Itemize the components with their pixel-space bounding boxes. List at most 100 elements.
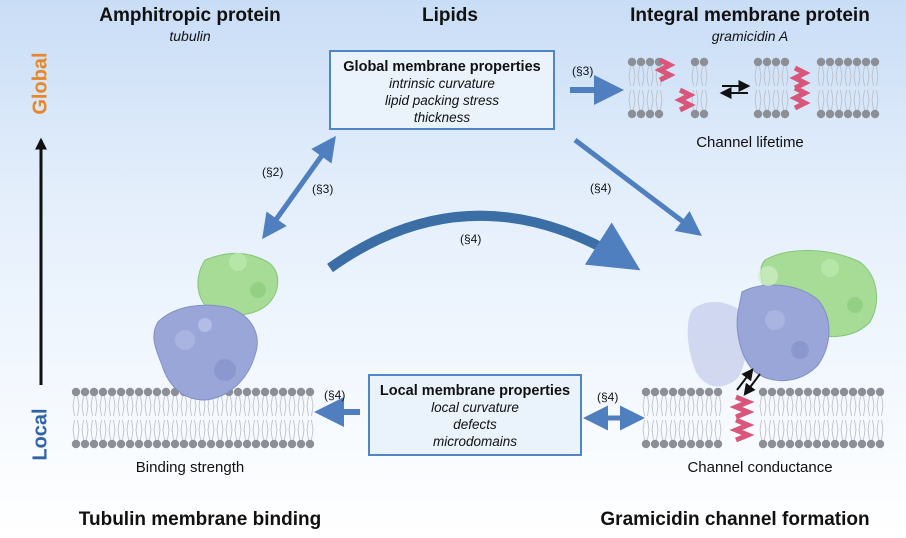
lipid-head [89, 387, 99, 397]
binding-arrow-up [736, 368, 754, 391]
lipid-tail [840, 89, 843, 110]
lipid-head [98, 387, 108, 397]
tubulin-protein [153, 252, 279, 401]
lipid-tail [230, 396, 233, 417]
lipid-head [80, 439, 90, 449]
lipid-head [636, 57, 646, 67]
lipid-tail [678, 419, 681, 440]
lipid-head [690, 57, 700, 67]
lipid-tail [279, 419, 282, 440]
lipid-tail [831, 419, 834, 440]
caption-channel-lifetime: Channel lifetime [696, 134, 804, 151]
lipid-head [785, 439, 795, 449]
lipid-tail [818, 419, 821, 440]
lipid-head [233, 439, 243, 449]
header-amphitropic-protein: Amphitropic protein [99, 5, 281, 26]
lipid-head [134, 387, 144, 397]
lifetime-bilayer-left [627, 57, 709, 119]
lipid-head [188, 439, 198, 449]
lipid-tail [691, 89, 694, 110]
local-box-item: local curvature [431, 400, 519, 415]
lipid-tail [646, 66, 649, 87]
lipid-head [780, 57, 790, 67]
lipid-tail [651, 66, 654, 87]
lipid-tail [768, 419, 771, 440]
lipid-tail [876, 396, 879, 417]
lipid-tail [651, 419, 654, 440]
lipid-tail [835, 89, 838, 110]
section-ref-4-diagonal: (§4) [590, 181, 612, 195]
lipid-head [71, 439, 81, 449]
lipid-tail [628, 89, 631, 110]
lipid-head [677, 439, 687, 449]
lipid-tail [840, 419, 843, 440]
lipid-tail [719, 396, 722, 417]
lipid-tail [646, 89, 649, 110]
local-box-item: microdomains [432, 434, 518, 449]
lipid-tail [171, 419, 174, 440]
lipid-tail [270, 419, 273, 440]
lipid-head [668, 387, 678, 397]
gramicidin-helices-dissociated [654, 57, 696, 113]
lipid-tail [288, 396, 291, 417]
lipid-head [71, 387, 81, 397]
header-lipids: Lipids [422, 5, 478, 26]
lipid-head [866, 387, 876, 397]
axis-label-local: Local [29, 408, 52, 461]
caption-binding-strength: Binding strength [135, 459, 245, 476]
header-tubulin-subtitle: tubulin [169, 28, 211, 44]
lipid-head [767, 387, 777, 397]
lipid-head [812, 439, 822, 449]
lipid-tail [844, 89, 847, 110]
lipids-tubulin-double-arrow [262, 135, 336, 240]
lipid-tail [633, 89, 636, 110]
lipid-tail [791, 396, 794, 417]
lipid-tail [225, 396, 228, 417]
lipid-tail [669, 419, 672, 440]
lipid-tail [705, 419, 708, 440]
lipid-head [816, 57, 826, 67]
lipid-head [269, 439, 279, 449]
lipid-head [830, 387, 840, 397]
lipid-head [812, 387, 822, 397]
lipid-tail [759, 419, 762, 440]
lipid-head [116, 439, 126, 449]
lipid-tail [678, 396, 681, 417]
lipid-head [699, 109, 709, 119]
lipid-tail [800, 419, 803, 440]
lipid-head [861, 57, 871, 67]
lipid-tail [795, 396, 798, 417]
lipid-head [636, 109, 646, 119]
lipid-tail [660, 396, 663, 417]
lipid-head [857, 439, 867, 449]
lipid-tail [234, 419, 237, 440]
lipid-tail [126, 396, 129, 417]
lipid-tail [871, 89, 874, 110]
lipid-head [677, 387, 687, 397]
lipid-head [269, 387, 279, 397]
lipid-tail [257, 419, 260, 440]
lipid-tail [674, 419, 677, 440]
lipid-tail [252, 396, 255, 417]
lipid-head [776, 387, 786, 397]
lipid-tail [759, 396, 762, 417]
lipid-head [80, 387, 90, 397]
lipid-head [870, 109, 880, 119]
lipid-head [654, 109, 664, 119]
lipid-tail [153, 396, 156, 417]
lipid-tail [687, 396, 690, 417]
lipid-tail [759, 66, 762, 87]
lipid-tail [818, 396, 821, 417]
lipid-tail [113, 396, 116, 417]
lipid-head [627, 57, 637, 67]
lipid-tail [221, 419, 224, 440]
lipid-tail [836, 396, 839, 417]
lipid-tail [90, 396, 93, 417]
lipid-tail [710, 419, 713, 440]
lipid-head [278, 387, 288, 397]
lipid-head [260, 439, 270, 449]
lipid-tail [800, 396, 803, 417]
lipid-head [780, 109, 790, 119]
lipid-tail [158, 396, 161, 417]
lipid-tail [266, 419, 269, 440]
